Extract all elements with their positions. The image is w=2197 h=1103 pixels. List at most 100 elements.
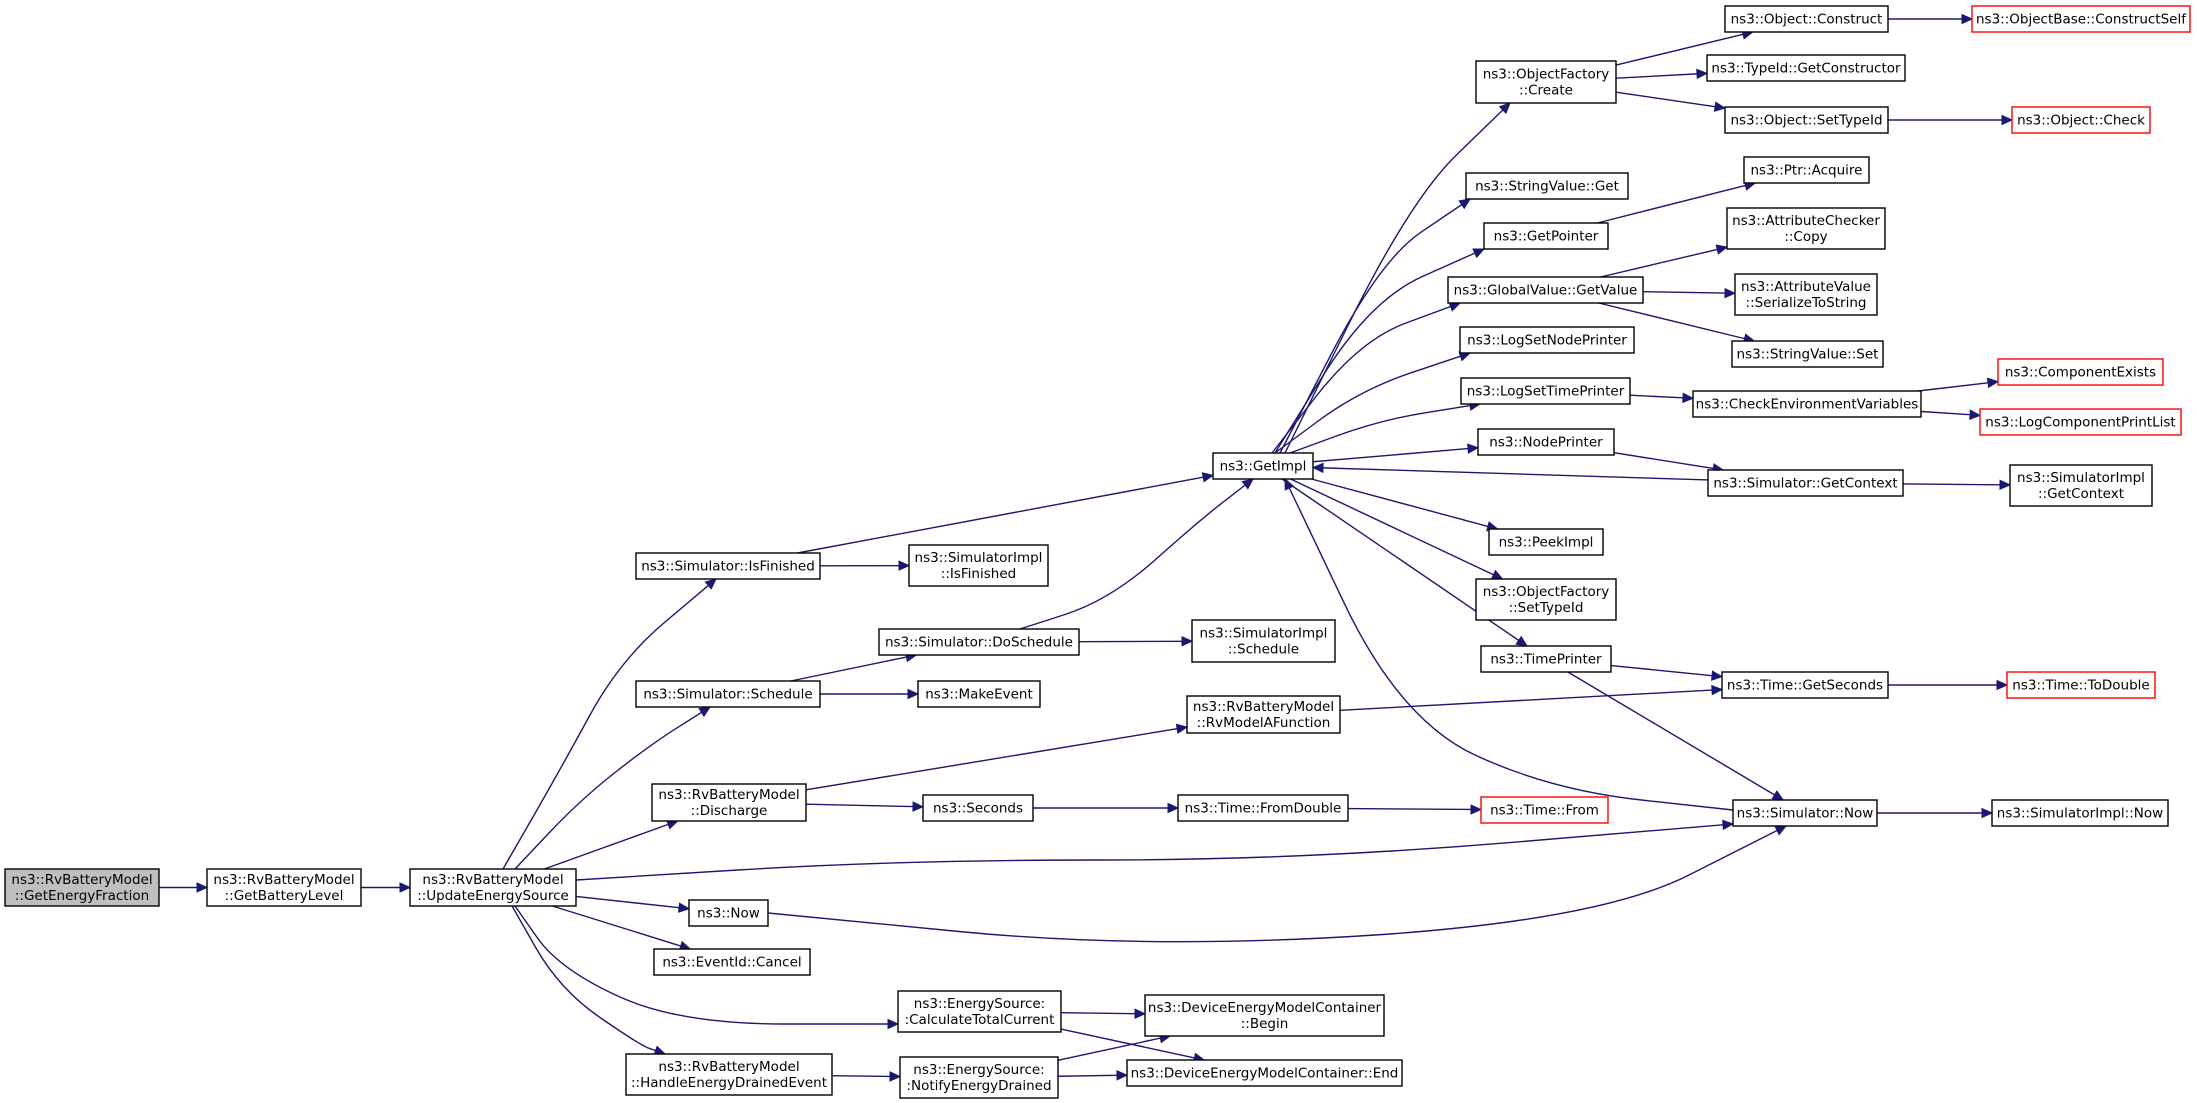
edge-notifyDrained-to-demcEnd [1057,1070,1129,1081]
node-box [1477,428,1615,456]
node-simGetContext[interactable]: ns3::Simulator::GetContext [1707,469,1904,497]
node-makeEvent[interactable]: ns3::MakeEvent [917,680,1041,708]
node-peekImpl[interactable]: ns3::PeekImpl [1488,528,1604,556]
node-box [1726,207,1886,250]
edge-line [1289,404,1471,454]
node-logSetTimePrinter[interactable]: ns3::LogSetTimePrinter [1460,377,1631,405]
node-label: ns3::SimulatorImpl [1200,626,1328,642]
node-label: ns3::Time::From [1490,803,1599,819]
edge-rvModelAFunction-to-timeGetSeconds [1339,684,1724,712]
node-calcTotalCurrent[interactable]: ns3::EnergySource::CalculateTotalCurrent [897,990,1062,1033]
node-demcBegin[interactable]: ns3::DeviceEnergyModelContainer::Begin [1144,994,1385,1037]
node-updateEnergySource[interactable]: ns3::RvBatteryModel::UpdateEnergySource [409,868,577,907]
node-seconds[interactable]: ns3::Seconds [922,794,1034,822]
node-timeFrom[interactable]: ns3::Time::From [1480,796,1609,824]
edge-discharge-to-rvModelAFunction [805,723,1189,791]
node-discharge[interactable]: ns3::RvBatteryModel::Discharge [651,783,807,822]
node-objFactoryCreate[interactable]: ns3::ObjectFactory::Create [1475,60,1617,104]
edge-objFactoryCreate-to-typeIdGetConstructor [1615,68,1709,80]
edge-line [575,824,1724,881]
edge-arrowhead [677,902,691,913]
node-label: ns3::TimePrinter [1490,652,1602,668]
edge-objSetTypeId-to-objCheck [1888,114,2014,126]
node-stringValueGet[interactable]: ns3::StringValue::Get [1465,172,1629,200]
edge-arrowhead [1711,670,1724,681]
edge-nodePrinter-to-simGetContext [1613,452,1725,474]
edge-timeFromDouble-to-timeFrom [1347,804,1483,815]
node-attrValueSerialize[interactable]: ns3::AttributeValue::SerializeToString [1734,273,1878,316]
node-box [1706,54,1906,82]
node-box [2011,106,2151,134]
node-logComponentPrintList[interactable]: ns3::LogComponentPrintList [1979,408,2182,436]
edge-simGetContext-to-simImplGetContext [1902,479,2012,491]
node-rvModelAFunction[interactable]: ns3::RvBatteryModel::RvModelAFunction [1186,695,1341,734]
node-getBatteryLevel[interactable]: ns3::RvBatteryModel::GetBatteryLevel [206,868,362,907]
node-typeIdGetConstructor[interactable]: ns3::TypeId::GetConstructor [1706,54,1906,82]
node-label: ns3::LogSetNodePrinter [1467,333,1627,349]
edge-getImpl-to-logSetNodePrinter [1274,351,1472,454]
node-label: ns3::DeviceEnergyModelContainer [1148,1000,1382,1016]
node-nodePrinter[interactable]: ns3::NodePrinter [1477,428,1615,456]
node-handleDrained[interactable]: ns3::RvBatteryModel::HandleEnergyDrained… [625,1053,833,1096]
node-demcEnd[interactable]: ns3::DeviceEnergyModelContainer::End [1126,1059,1403,1087]
node-eventIdCancel[interactable]: ns3::EventId::Cancel [653,948,811,976]
node-label: ns3::Object::Check [2017,113,2145,129]
node-simImplGetContext[interactable]: ns3::SimulatorImpl::GetContext [2009,464,2153,507]
node-getPointer[interactable]: ns3::GetPointer [1483,222,1609,250]
node-simImplNow[interactable]: ns3::SimulatorImpl::Now [1991,799,2169,827]
edge-line [1019,484,1246,630]
node-label: ns3::RvBatteryModel [658,1059,799,1075]
node-stringValueSet[interactable]: ns3::StringValue::Set [1731,340,1884,368]
node-notifyDrained[interactable]: ns3::EnergySource::NotifyEnergyDrained [899,1056,1059,1099]
edge-line [1920,410,1971,416]
edge-globalValueGetValue-to-attrCheckerCopy [1600,244,1729,278]
node-objBaseConstructSelf[interactable]: ns3::ObjectBase::ConstructSelf [1971,5,2191,33]
edge-simSchedule-to-makeEvent [820,688,920,700]
node-label: ns3::StringValue::Set [1737,347,1879,363]
node-ptrAcquire[interactable]: ns3::Ptr::Acquire [1743,156,1870,184]
node-objCheck[interactable]: ns3::Object::Check [2011,106,2151,134]
node-box [206,868,362,907]
node-box [1177,794,1349,822]
edge-arrowhead [1724,287,1737,299]
node-simImplSchedule[interactable]: ns3::SimulatorImpl::Schedule [1191,619,1336,663]
edge-line [502,584,709,870]
node-timePrinter[interactable]: ns3::TimePrinter [1480,645,1612,673]
node-objFactorySetTypeId[interactable]: ns3::ObjectFactory::SetTypeId [1475,578,1617,621]
node-box [1721,671,1889,699]
node-objConstruct[interactable]: ns3::Object::Construct [1724,5,1889,33]
edge-arrowhead [1458,198,1472,210]
node-simIsFinished[interactable]: ns3::Simulator::IsFinished [635,552,821,580]
node-simDoSchedule[interactable]: ns3::Simulator::DoSchedule [878,628,1080,656]
node-label: ::SetTypeId [1509,600,1584,616]
edge-line [1290,478,1494,576]
node-timeToDouble[interactable]: ns3::Time::ToDouble [2006,671,2156,699]
node-timeFromDouble[interactable]: ns3::Time::FromDouble [1177,794,1349,822]
node-globalValueGetValue[interactable]: ns3::GlobalValue::GetValue [1447,276,1644,304]
node-label: ::SerializeToString [1746,295,1867,311]
node-box [1734,273,1878,316]
node-label: ns3::LogSetTimePrinter [1467,384,1625,400]
edge-arrowhead [1713,101,1727,112]
node-now[interactable]: ns3::Now [688,899,769,927]
node-simSchedule[interactable]: ns3::Simulator::Schedule [635,680,821,708]
node-label: ns3::SimulatorImpl [915,550,1043,566]
edge-line [1629,394,1684,399]
edge-arrowhead [898,560,911,571]
node-attrCheckerCopy[interactable]: ns3::AttributeChecker::Copy [1726,207,1886,250]
node-logSetNodePrinter[interactable]: ns3::LogSetNodePrinter [1459,326,1635,354]
node-objSetTypeId[interactable]: ns3::Object::SetTypeId [1724,106,1889,134]
node-getImpl[interactable]: ns3::GetImpl [1212,452,1314,480]
node-getEnergyFraction[interactable]: ns3::RvBatteryModel::GetEnergyFraction [4,868,160,907]
node-timeGetSeconds[interactable]: ns3::Time::GetSeconds [1721,671,1889,699]
edge-arrowhead [1961,13,1974,25]
node-simNow[interactable]: ns3::Simulator::Now [1732,799,1878,827]
node-box [1186,695,1341,734]
edges-layer [159,13,2014,1082]
node-componentExists[interactable]: ns3::ComponentExists [1997,358,2164,386]
node-simImplIsFinished[interactable]: ns3::SimulatorImpl::IsFinished [908,544,1049,587]
node-label: ns3::Object::SetTypeId [1730,113,1882,129]
node-label: ns3::Seconds [933,801,1023,817]
node-checkEnvVars[interactable]: ns3::CheckEnvironmentVariables [1692,390,1922,418]
